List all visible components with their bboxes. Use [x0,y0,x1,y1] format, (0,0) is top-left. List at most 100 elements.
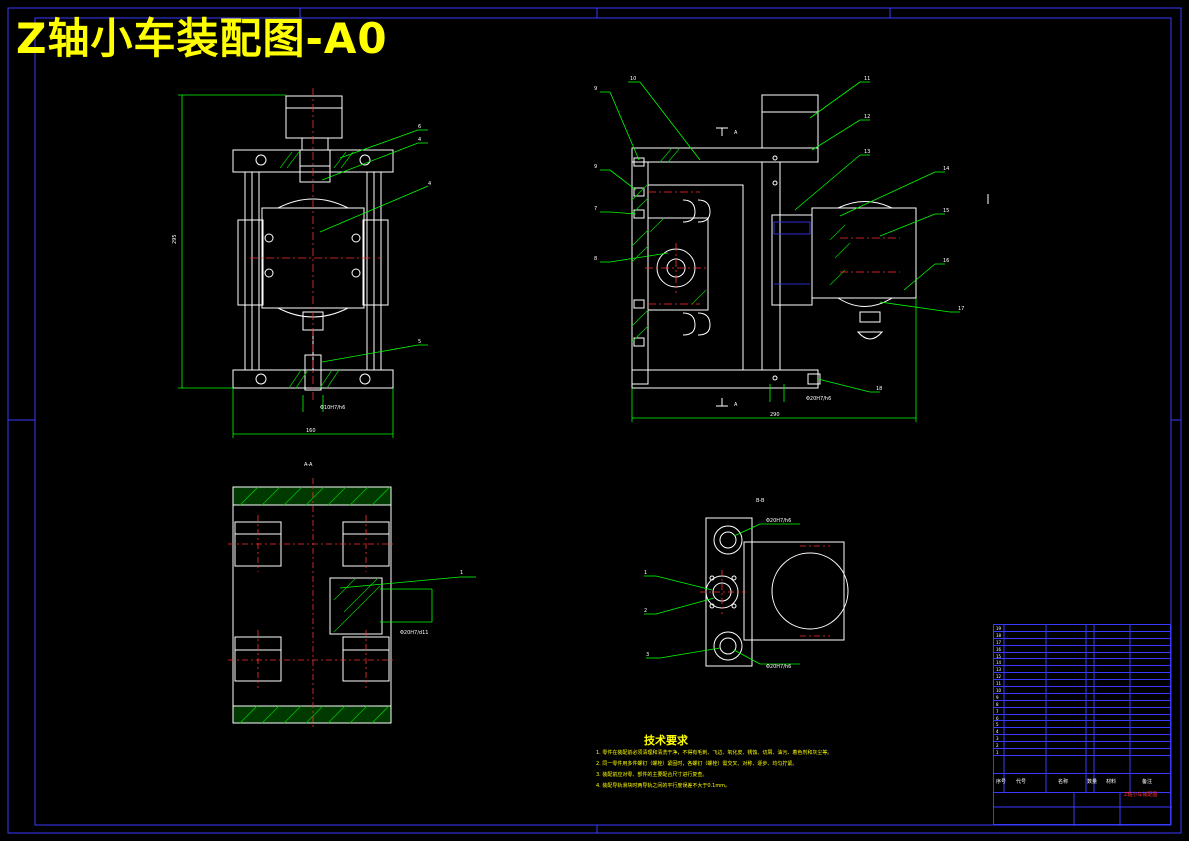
fit-aa: Φ20H7/d11 [400,630,428,636]
parts-row: 15 [994,653,1170,660]
parts-row: 8 [994,701,1170,708]
section-mark-top: A [734,130,738,136]
part-number: 6 [996,715,999,721]
balloon-front-1: 6 [418,124,421,130]
drawing-name: Z轴小车装配图 [1124,792,1158,798]
parts-row: 17 [994,639,1170,646]
balloon-side-9b: 9 [594,164,597,170]
front-view-hatch [279,151,354,389]
part-number: 18 [996,632,1002,638]
balloon-side-8: 8 [594,256,597,262]
dim-front-height: 295 [172,234,178,244]
section-aa-label: A-A [304,462,313,468]
parts-list-columns [994,625,1172,826]
balloon-bb-1: 1 [644,570,647,576]
parts-row: 16 [994,646,1170,653]
side-view-section-marks [716,127,989,407]
parts-row: 18 [994,632,1170,639]
balloon-side-10: 10 [630,76,636,82]
front-view-leaders [178,94,429,438]
part-number: 4 [996,729,999,735]
dim-front-width: 160 [306,428,316,434]
section-aa-leaders [339,576,476,623]
balloon-side-18: 18 [876,386,882,392]
sheet-title: Z轴小车装配图-A0 [16,14,388,63]
part-number: 15 [996,653,1002,659]
parts-row: 11 [994,680,1170,688]
parts-row: 3 [994,735,1170,743]
balloon-aa-1: 1 [460,570,463,576]
header-name: 名称 [1058,779,1069,785]
part-number: 16 [996,646,1002,652]
front-view [232,95,394,391]
balloon-side-17: 17 [958,306,964,312]
tech-item-3: 3. 装配前应对零、部件的主要配合尺寸进行复查。 [596,772,708,778]
part-number: 19 [996,626,1002,631]
part-number: 2 [996,743,999,749]
balloon-side-7: 7 [594,206,597,212]
parts-row: 5 [994,721,1170,729]
part-number: 3 [996,736,999,742]
part-number: 17 [996,639,1002,645]
tech-item-2: 2. 同一零件用多件螺钉（螺栓）紧固时，各螺钉（螺栓）需交叉、对称、逐步、均匀拧… [596,761,798,767]
balloon-side-11: 11 [864,76,870,82]
parts-row: 6 [994,715,1170,722]
section-bb-leaders [644,523,800,665]
parts-row: 4 [994,728,1170,736]
parts-row: 7 [994,708,1170,715]
side-view-centerlines [645,191,900,305]
header-code: 代号 [1016,779,1027,785]
tech-item-1: 1. 零件在装配前必须清理和清洗干净，不得有毛刺、飞边、氧化皮、锈蚀、切屑、油污… [596,750,833,756]
section-bb-labels: B-B 1 2 3 Φ20H7/h6 Φ20H7/h6 [644,498,791,670]
fit-front: Φ10H7/h6 [320,405,345,411]
part-number: 10 [996,688,1002,694]
parts-row: 10 [994,687,1170,694]
part-number: 13 [996,667,1002,673]
balloon-side-12: 12 [864,114,870,120]
section-aa-labels: A-A 1 Φ20H7/d11 [304,462,463,636]
side-view-leaders [600,81,960,422]
balloon-side-16: 16 [943,258,949,264]
part-number: 7 [996,708,999,714]
tech-heading: 技术要求 [644,734,688,747]
header-qty: 数量 [1087,779,1098,785]
dim-side-width: 290 [770,412,780,418]
balloon-front-4: 5 [418,339,421,345]
title-block: 19 18 17 16 15 14 13 12 11 10 9 8 7 6 5 … [993,624,1172,826]
part-number: 11 [996,681,1002,687]
parts-list: 19 18 17 16 15 14 13 12 11 10 9 8 7 6 5 … [994,625,1170,756]
tech-item-4: 4. 装配导轨滑块时两导轨之间的平行度误差不大于0.1mm。 [596,783,731,789]
balloon-side-15: 15 [943,208,949,214]
part-number: 9 [996,694,999,700]
balloon-front-2: 4 [418,137,421,143]
section-mark-bottom: A [734,402,738,408]
parts-row: 13 [994,666,1170,674]
balloon-bb-3: 3 [646,652,649,658]
inner-frame [34,17,1172,826]
fit-bb-top: Φ20H7/h6 [766,518,791,524]
parts-row: 9 [994,694,1170,701]
section-bb-label: B-B [756,498,765,504]
fit-side: Φ20H7/h6 [806,396,831,402]
side-view-detail [773,221,811,285]
balloon-front-3: 4 [428,181,431,187]
section-bb [705,517,849,667]
header-index: 序号 [996,779,1007,785]
header-remark: 备注 [1142,779,1153,785]
balloon-side-9a: 9 [594,86,597,92]
section-bb-centerlines [700,545,830,637]
part-number: 8 [996,701,999,707]
fit-bb-bottom: Φ20H7/h6 [766,664,791,670]
technical-requirements: 技术要求 1. 零件在装配前必须清理和清洗干净，不得有毛刺、飞边、氧化皮、锈蚀、… [596,732,986,792]
side-view-labels: 10 11 12 13 14 15 16 17 18 7 8 9 9 290 Φ… [594,76,964,418]
side-view [631,94,917,389]
parts-row: 2 [994,742,1170,750]
parts-list-header: 序号 代号 名称 数量 材料 备注 [994,773,1170,793]
balloon-side-13: 13 [864,149,870,155]
front-view-centerlines [250,88,380,400]
part-number: 14 [996,660,1002,666]
parts-row: 19 [994,625,1170,632]
parts-row: 14 [994,659,1170,667]
front-view-labels: 6 4 4 5 295 160 Φ10H7/h6 [172,124,431,434]
